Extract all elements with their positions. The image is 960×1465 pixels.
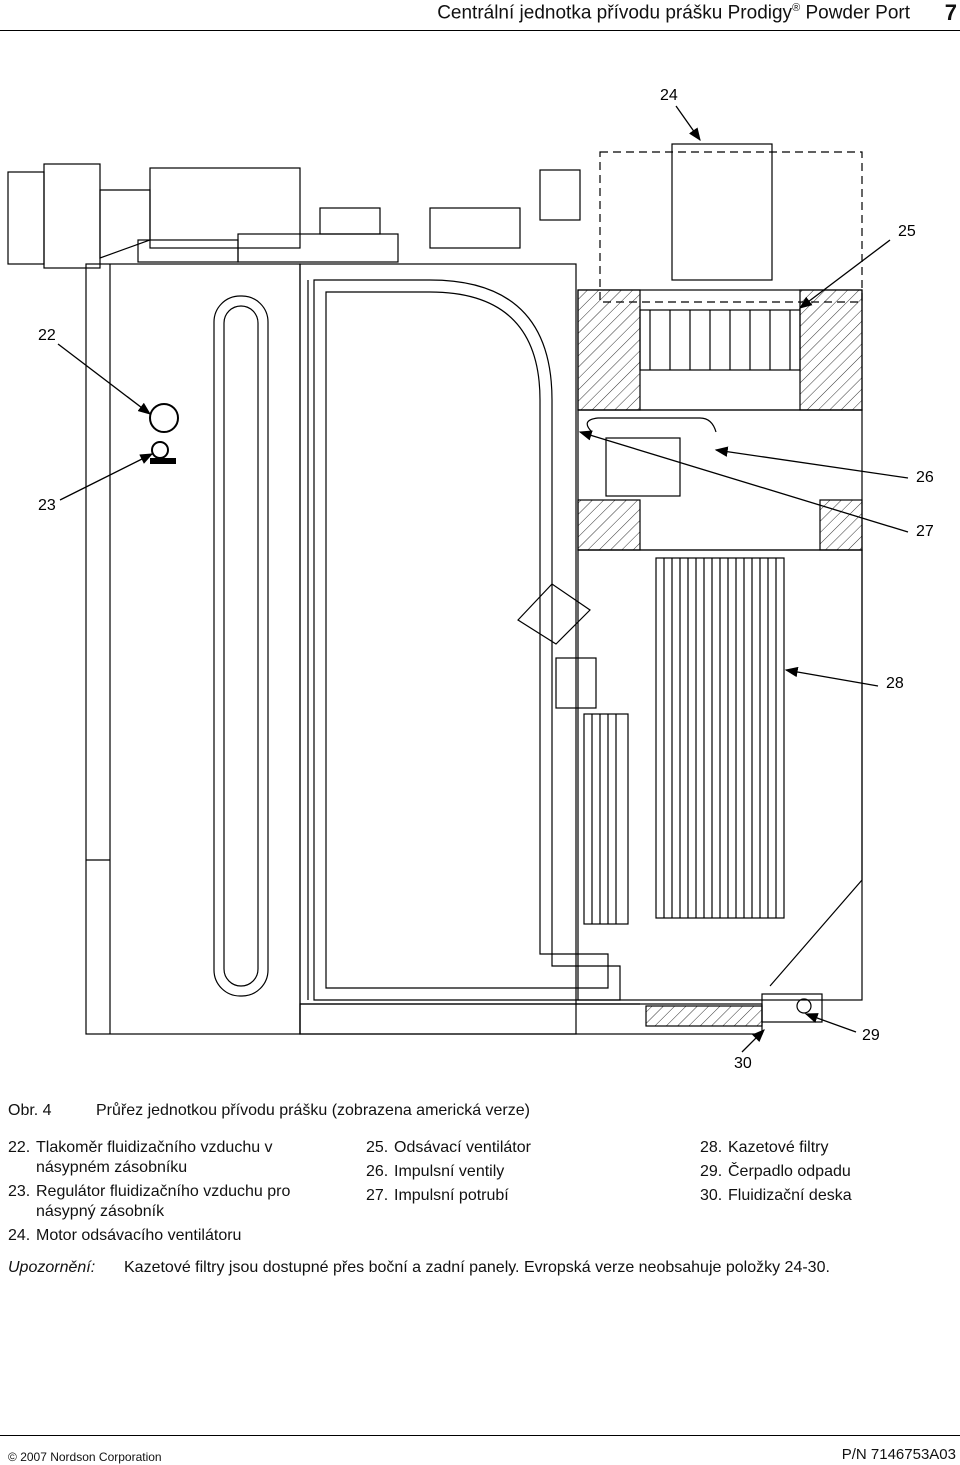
legend-text: Tlakoměr fluidizačního vzduchu v násypné… [36, 1139, 273, 1176]
callout-24: 24 [660, 87, 678, 104]
legend-item: 26. Impulsní ventily [366, 1162, 666, 1182]
legend-item: 25. Odsávací ventilátor [366, 1138, 666, 1158]
legend-text: Regulátor fluidizačního vzduchu pro násy… [36, 1183, 291, 1220]
footer-divider [0, 1435, 960, 1436]
page-header-title: Centrální jednotka přívodu prášku Prodig… [437, 2, 910, 24]
legend-text: Fluidizační deska [728, 1187, 852, 1204]
legend-number: 24. [8, 1227, 31, 1244]
figure-caption-text: Průřez jednotkou přívodu prášku (zobraze… [96, 1102, 530, 1119]
callout-22: 22 [38, 327, 56, 344]
legend-item: 28. Kazetové filtry [700, 1138, 950, 1158]
legend-number: 22. [8, 1139, 31, 1156]
header-title-text: Centrální jednotka přívodu prášku Prodig… [437, 2, 793, 24]
header-title-suffix: Powder Port [805, 2, 910, 24]
legend-item: 29. Čerpadlo odpadu [700, 1162, 950, 1182]
callout-27: 27 [916, 523, 934, 540]
legend-column-2: 25. Odsávací ventilátor 26. Impulsní venti… [366, 1138, 666, 1210]
callout-26: 26 [916, 469, 934, 486]
part-number: P/N 7146753A03 [841, 1446, 956, 1463]
footer-copyright: © 2007 Nordson Corporation [8, 1450, 162, 1464]
legend-text: Impulsní potrubí [394, 1187, 509, 1204]
callout-29: 29 [862, 1027, 880, 1044]
gauge-icon [149, 403, 179, 433]
page-number: 7 [944, 0, 957, 25]
legend-number: 25. [366, 1139, 389, 1156]
legend-item: 30. Fluidizační deska [700, 1186, 950, 1206]
legend-text: Motor odsávacího ventilátoru [36, 1227, 242, 1244]
registered-mark: ® [792, 2, 801, 14]
callout-30: 30 [734, 1055, 752, 1072]
note: Upozornění: Kazetové filtry jsou dostupné… [8, 1259, 830, 1277]
legend-item: 23. Regulátor fluidizačního vzduchu pro n… [8, 1182, 338, 1222]
regulator-label-plate [150, 458, 176, 464]
copyright-text: 2007 Nordson Corporation [20, 1450, 162, 1464]
figure-number: Obr. 4 [8, 1102, 52, 1119]
callout-28: 28 [886, 675, 904, 692]
legend-item: 22. Tlakoměr fluidizačního vzduchu v násy… [8, 1138, 338, 1178]
copyright-icon: © [8, 1450, 17, 1464]
legend-column-1: 22. Tlakoměr fluidizačního vzduchu v násy… [8, 1138, 338, 1250]
regulator-icon [151, 441, 169, 459]
legend-number: 26. [366, 1163, 389, 1180]
header-divider [0, 30, 960, 31]
legend-item: 24. Motor odsávacího ventilátoru [8, 1226, 338, 1246]
legend-number: 28. [700, 1139, 723, 1156]
legend-text: Impulsní ventily [394, 1163, 505, 1180]
note-text: Kazetové filtry jsou dostupné přes boční… [124, 1259, 830, 1276]
legend-number: 29. [700, 1163, 723, 1180]
legend-item: 27. Impulsní potrubí [366, 1186, 666, 1206]
cross-section-drawing: 24 25 22 23 26 27 28 29 30 [7, 87, 934, 1072]
callout-23: 23 [38, 497, 56, 514]
callout-25: 25 [898, 223, 916, 240]
legend-number: 30. [700, 1187, 723, 1204]
note-label: Upozornění: [8, 1259, 96, 1276]
legend-text: Odsávací ventilátor [394, 1139, 531, 1156]
unit-outline [7, 143, 863, 1035]
legend-number: 23. [8, 1183, 31, 1200]
legend-text: Čerpadlo odpadu [728, 1163, 851, 1180]
legend-column-3: 28. Kazetové filtry 29. Čerpadlo odpadu 30… [700, 1138, 950, 1210]
figure-caption: Obr. 4 Průřez jednotkou přívodu prášku (z… [8, 1102, 530, 1120]
leader-lines [57, 105, 909, 1053]
legend-text: Kazetové filtry [728, 1139, 829, 1156]
legend-number: 27. [366, 1187, 389, 1204]
